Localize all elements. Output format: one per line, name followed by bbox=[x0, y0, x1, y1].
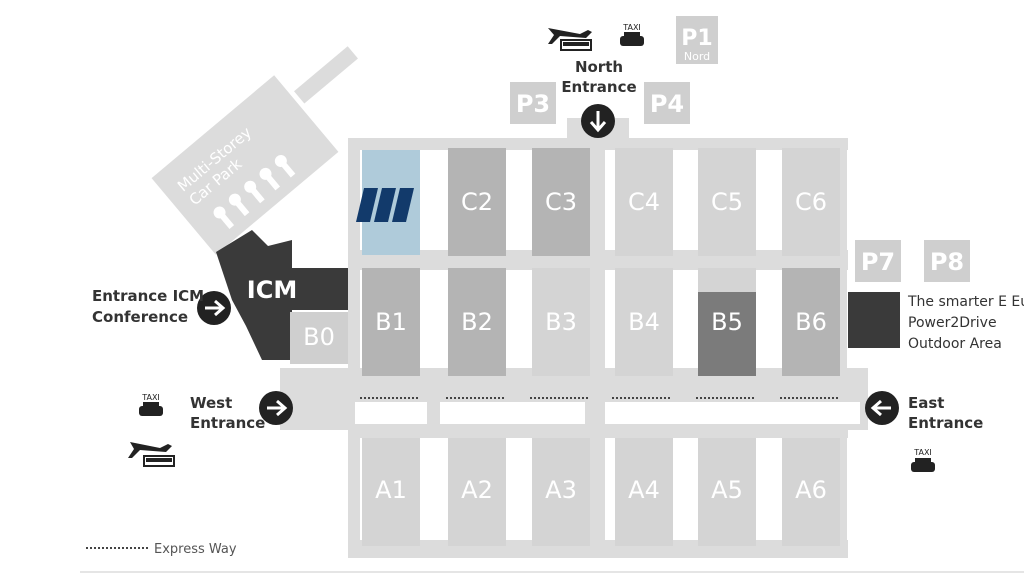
brand-logo bbox=[356, 188, 414, 222]
p1-sub-label: Nord bbox=[684, 50, 710, 63]
outdoor-line1: The smarter E Europe bbox=[907, 294, 1024, 310]
hall-a4[interactable] bbox=[615, 438, 673, 546]
parking-p1[interactable] bbox=[676, 16, 718, 64]
arrow-right-icon[interactable] bbox=[197, 291, 231, 325]
plane-icon bbox=[548, 28, 592, 44]
hall-a2[interactable] bbox=[448, 438, 506, 546]
hall-b0[interactable] bbox=[290, 312, 348, 364]
b1-label: B1 bbox=[375, 308, 407, 336]
multistorey-car-park[interactable] bbox=[151, 27, 396, 255]
c2-label: C2 bbox=[461, 188, 493, 216]
taxi-label: TAXI bbox=[141, 393, 160, 402]
a4-label: A4 bbox=[628, 476, 660, 504]
a1-label: A1 bbox=[375, 476, 407, 504]
c4-label: C4 bbox=[628, 188, 660, 216]
south-corridor bbox=[348, 540, 848, 558]
outdoor-line2: Power2Drive bbox=[908, 315, 997, 331]
hall-b4[interactable] bbox=[615, 268, 673, 376]
parking-p8[interactable] bbox=[924, 240, 970, 282]
west-entrance-line2: Entrance bbox=[190, 414, 265, 432]
parking-boxes bbox=[510, 16, 970, 282]
hall-c2[interactable] bbox=[448, 148, 506, 256]
arrow-down-icon[interactable] bbox=[581, 104, 615, 138]
icm-entrance-line2: Conference bbox=[92, 308, 188, 326]
outdoor-line3: Outdoor Area bbox=[908, 336, 1002, 352]
hall-a5[interactable] bbox=[698, 438, 756, 546]
a2-label: A2 bbox=[461, 476, 493, 504]
b0-label: B0 bbox=[303, 323, 335, 351]
taxi-icon: TAXI bbox=[911, 448, 935, 472]
hall-c4[interactable] bbox=[615, 148, 673, 256]
b5-label: B5 bbox=[711, 308, 743, 336]
hall-a6[interactable] bbox=[782, 438, 840, 546]
hall-a3[interactable] bbox=[532, 438, 590, 546]
parking-p3[interactable] bbox=[510, 82, 556, 124]
east-entrance-line2: Entrance bbox=[908, 414, 983, 432]
a5-label: A5 bbox=[711, 476, 743, 504]
taxi-label: TAXI bbox=[913, 448, 932, 457]
parking-p4[interactable] bbox=[644, 82, 690, 124]
legend: Express Way bbox=[86, 542, 237, 557]
b6-label: B6 bbox=[795, 308, 827, 336]
north-entrance-line1: North bbox=[575, 58, 623, 76]
car-park-decoration bbox=[213, 155, 296, 229]
hall-labels: C2 C3 C4 C5 C6 B0 B1 B2 B3 B4 B5 B6 A1 A… bbox=[303, 188, 827, 504]
hall-b1[interactable] bbox=[362, 268, 420, 376]
icm-building[interactable] bbox=[216, 230, 348, 360]
icm-entrance-line1: Entrance ICM bbox=[92, 287, 204, 305]
hall-b2[interactable] bbox=[448, 268, 506, 376]
p3-label: P3 bbox=[516, 90, 550, 118]
parking-p7[interactable] bbox=[855, 240, 901, 282]
b2-label: B2 bbox=[461, 308, 493, 336]
plane-icon bbox=[128, 442, 172, 458]
p8-label: P8 bbox=[930, 248, 964, 276]
taxi-icon: TAXI bbox=[139, 393, 163, 416]
c3-label: C3 bbox=[545, 188, 577, 216]
p4-label: P4 bbox=[650, 90, 684, 118]
hall-a1[interactable] bbox=[362, 438, 420, 546]
c5-label: C5 bbox=[711, 188, 743, 216]
halls-row-c bbox=[362, 148, 840, 256]
north-entrance-line2: Entrance bbox=[561, 78, 636, 96]
p1-label: P1 bbox=[681, 26, 712, 51]
a3-label: A3 bbox=[545, 476, 577, 504]
halls-row-b bbox=[216, 230, 900, 376]
hall-c5[interactable] bbox=[698, 148, 756, 256]
hall-b3[interactable] bbox=[532, 268, 590, 376]
hall-c6[interactable] bbox=[782, 148, 840, 256]
taxi-icon: TAXI bbox=[620, 23, 644, 46]
hall-b6[interactable] bbox=[782, 268, 840, 376]
taxi-label: TAXI bbox=[622, 23, 641, 32]
p7-label: P7 bbox=[861, 248, 895, 276]
hall-c3[interactable] bbox=[532, 148, 590, 256]
c6-label: C6 bbox=[795, 188, 827, 216]
bus-icon bbox=[560, 39, 592, 51]
b3-label: B3 bbox=[545, 308, 577, 336]
west-entrance-line1: West bbox=[190, 394, 232, 412]
arrow-left-icon[interactable] bbox=[865, 391, 899, 425]
legend-express-way-label: Express Way bbox=[154, 542, 237, 557]
b4-label: B4 bbox=[628, 308, 660, 336]
outdoor-area-block[interactable] bbox=[848, 292, 900, 348]
hall-b5[interactable] bbox=[698, 292, 756, 376]
icm-label: ICM bbox=[247, 276, 297, 304]
halls-row-a bbox=[362, 438, 840, 546]
east-entrance-line1: East bbox=[908, 394, 944, 412]
arrow-right-icon[interactable] bbox=[259, 391, 293, 425]
bus-icon bbox=[143, 455, 175, 467]
a6-label: A6 bbox=[795, 476, 827, 504]
